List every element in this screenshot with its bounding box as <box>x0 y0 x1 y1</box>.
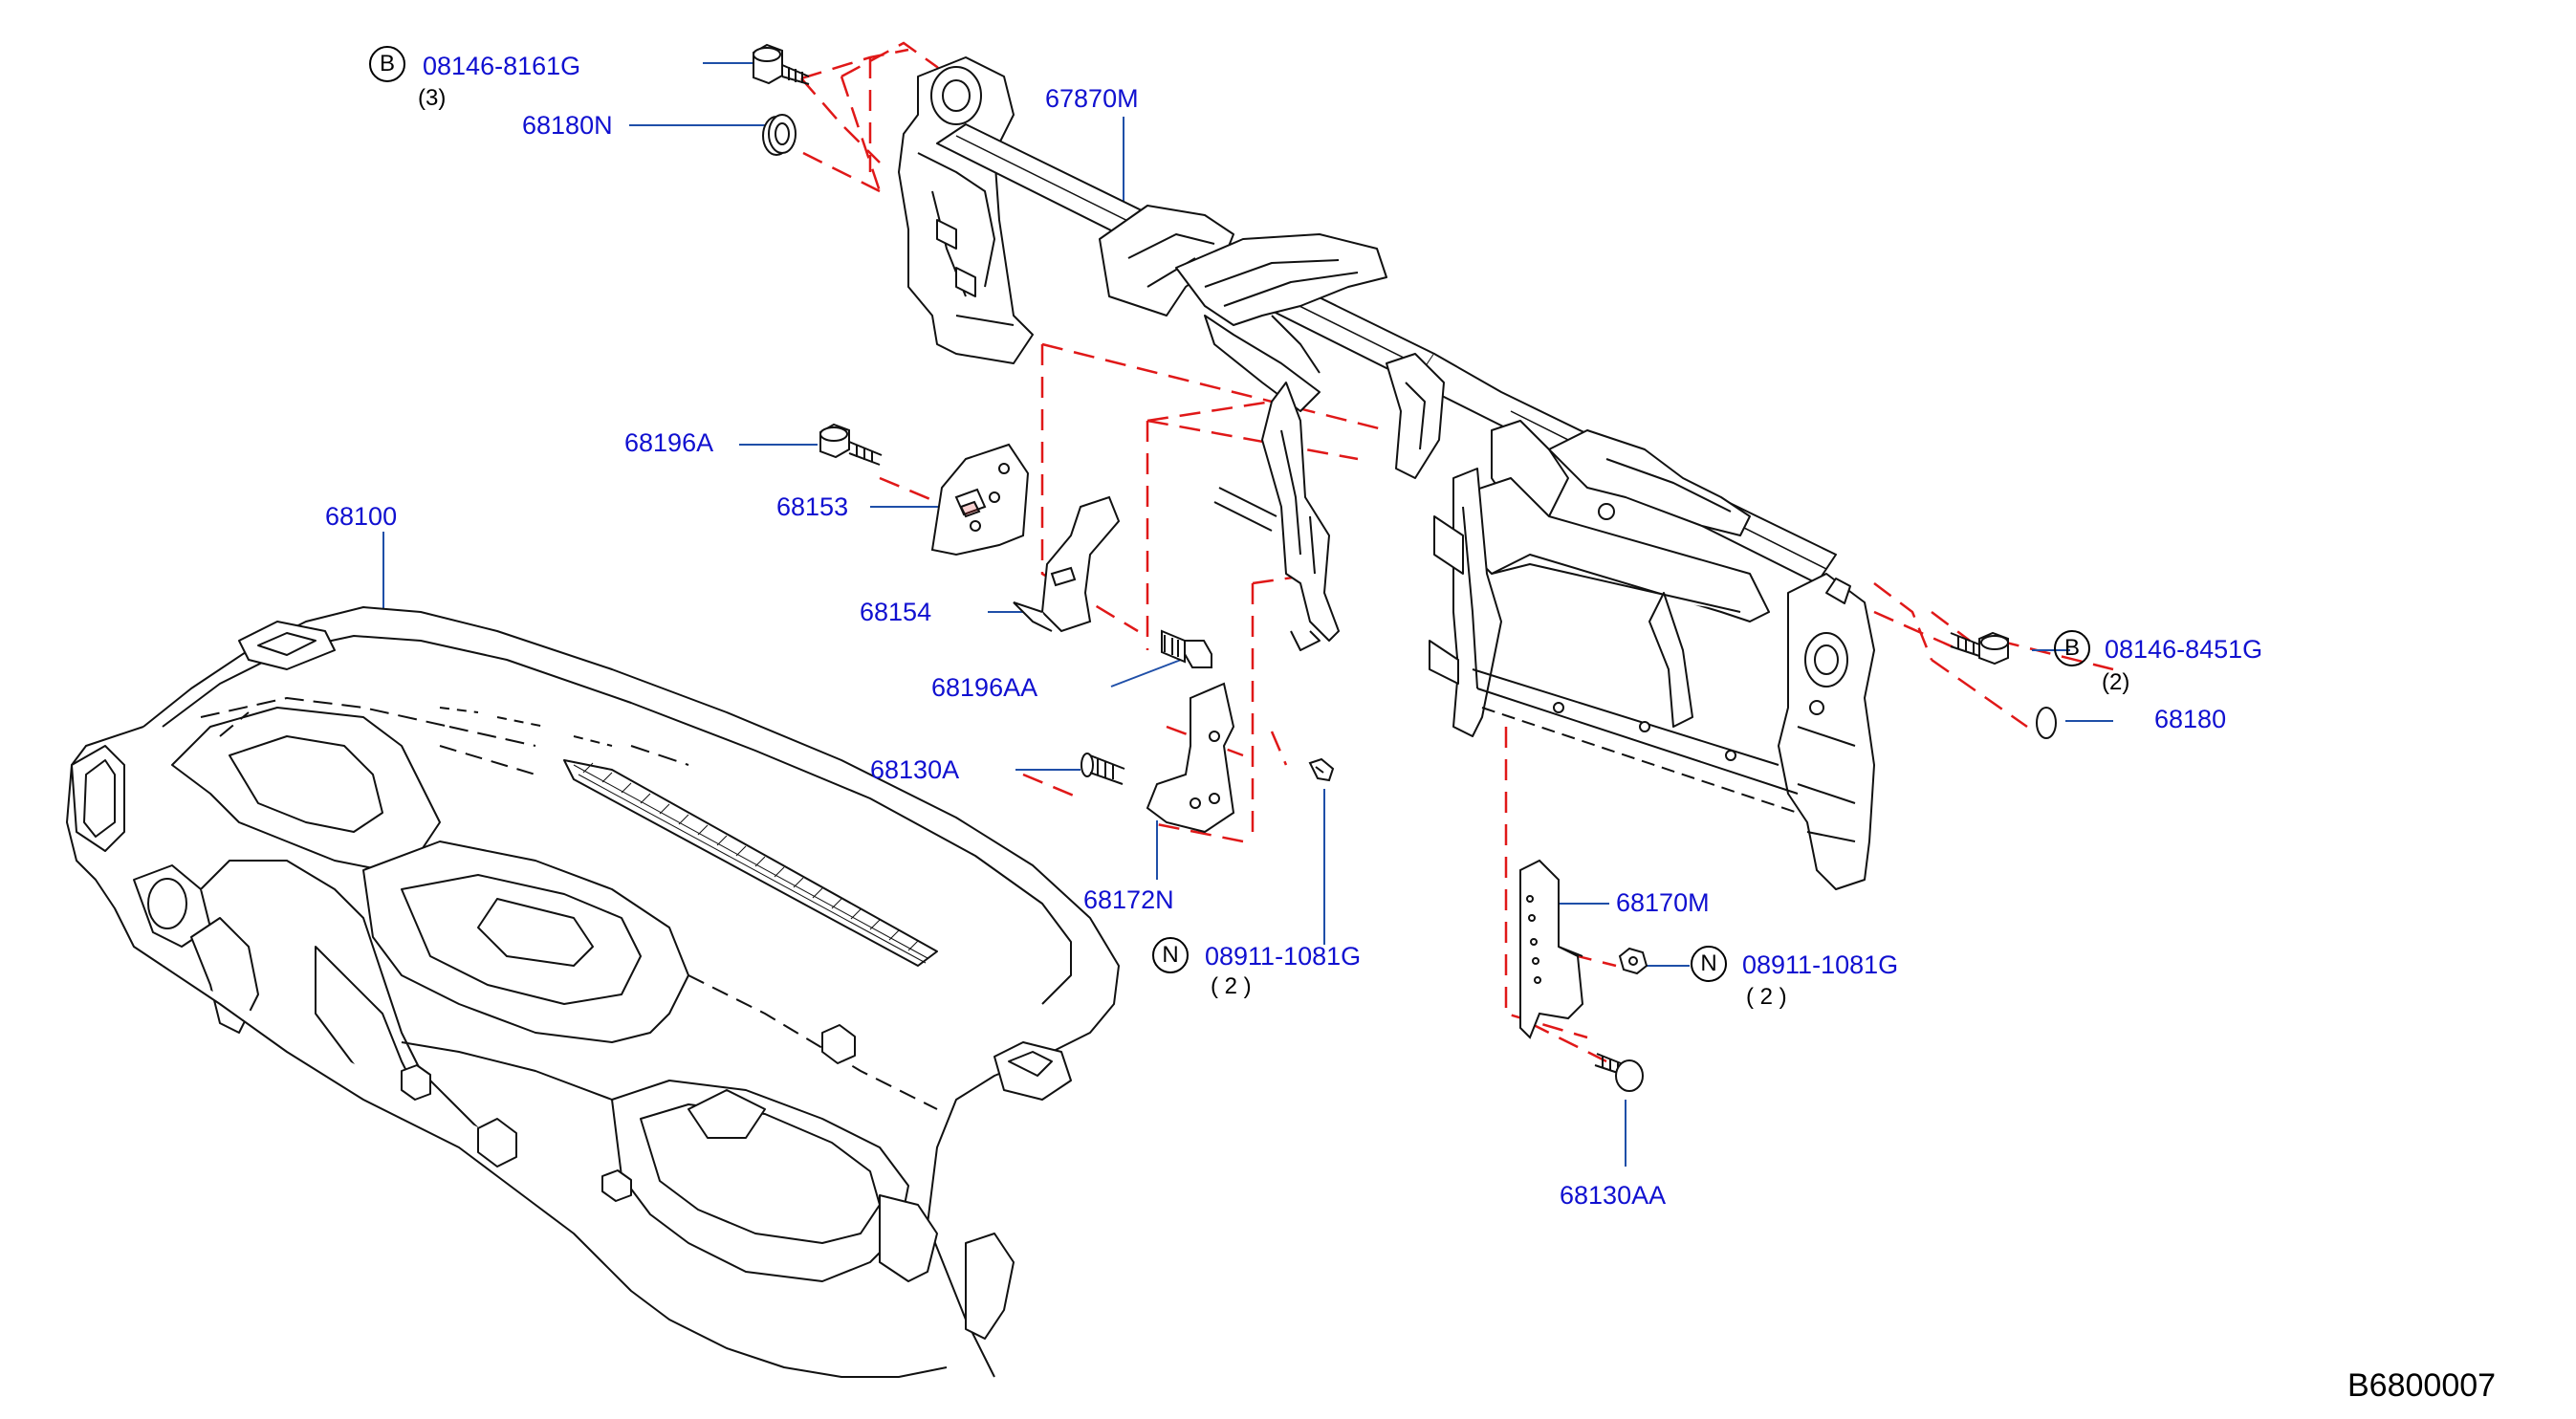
part-label-08911-1081G-b[interactable]: 08911-1081G <box>1742 950 1899 979</box>
part-label-68170M[interactable]: 68170M <box>1616 888 1710 917</box>
bolt-08146-8161G <box>753 43 810 85</box>
grommet-68180N <box>762 114 797 156</box>
part-label-68196A[interactable]: 68196A <box>624 428 714 457</box>
bolt-symbol-b-icon-2: B <box>2054 630 2090 666</box>
panel-top-dashed-marks <box>439 707 613 747</box>
bolt-68196A <box>819 423 883 466</box>
part-qty-08146-8161G: (3) <box>418 85 447 111</box>
part-label-68153[interactable]: 68153 <box>776 492 849 521</box>
bracket-68172N <box>1146 682 1235 834</box>
part-qty-08911-1081G-a: ( 2 ) <box>1211 973 1252 999</box>
bolt-68196AA <box>1161 629 1212 668</box>
part-label-68130AA[interactable]: 68130AA <box>1560 1181 1667 1210</box>
bracket-68154 <box>1013 495 1121 633</box>
nut-symbol-n-icon: N <box>1152 937 1189 973</box>
bracket-68170M <box>1519 859 1584 1039</box>
steering-member-67870M <box>898 56 1875 890</box>
part-label-68130A[interactable]: 68130A <box>870 755 960 784</box>
part-label-68154[interactable]: 68154 <box>860 598 932 626</box>
part-qty-08911-1081G-b: ( 2 ) <box>1746 984 1787 1010</box>
clip-08911-1081G <box>1308 757 1335 782</box>
diagram-code: B6800007 <box>2347 1367 2497 1404</box>
instrument-panel-68100 <box>66 606 1120 1378</box>
part-label-08146-8161G[interactable]: 08146-8161G <box>423 52 581 80</box>
part-label-68100[interactable]: 68100 <box>325 502 398 531</box>
part-label-08146-8451G[interactable]: 08146-8451G <box>2105 635 2263 664</box>
part-label-68196AA[interactable]: 68196AA <box>931 673 1038 702</box>
nut-08911-1081G <box>1618 947 1648 975</box>
grommet-68180 <box>2036 707 2057 739</box>
bracket-68153 <box>930 443 1030 557</box>
bolt-08146-8451G <box>1950 631 2009 666</box>
part-label-67870M[interactable]: 67870M <box>1045 84 1139 113</box>
part-label-08911-1081G-a[interactable]: 08911-1081G <box>1205 942 1362 971</box>
part-label-68180[interactable]: 68180 <box>2154 705 2227 733</box>
screw-68130A <box>1081 753 1125 785</box>
bolt-symbol-b-icon: B <box>369 46 405 82</box>
nut-symbol-n-icon-2: N <box>1691 946 1727 982</box>
bolt-68130AA <box>1594 1053 1644 1092</box>
part-qty-08146-8451G: (2) <box>2102 669 2130 695</box>
part-label-68172N[interactable]: 68172N <box>1083 885 1174 914</box>
part-label-68180N[interactable]: 68180N <box>522 111 613 140</box>
